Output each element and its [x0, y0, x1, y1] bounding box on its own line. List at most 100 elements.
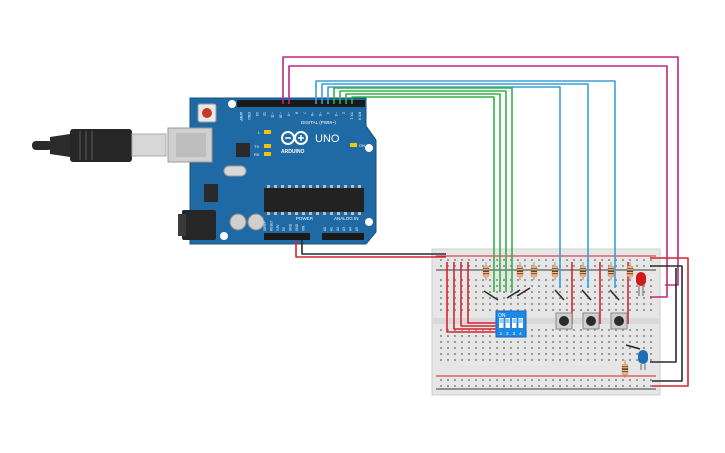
breadboard-hole[interactable]: [496, 385, 498, 387]
wire-magenta-1[interactable]: [282, 56, 679, 286]
breadboard-hole[interactable]: [636, 309, 638, 311]
breadboard-hole[interactable]: [650, 353, 652, 355]
breadboard-hole[interactable]: [643, 341, 645, 343]
breadboard-hole[interactable]: [636, 341, 638, 343]
breadboard-hole[interactable]: [615, 291, 617, 293]
breadboard-hole[interactable]: [573, 279, 575, 281]
jumper-black-5[interactable]: [581, 289, 592, 301]
breadboard-hole[interactable]: [552, 291, 554, 293]
breadboard-hole[interactable]: [650, 385, 652, 387]
breadboard-hole[interactable]: [482, 335, 484, 337]
breadboard-hole[interactable]: [594, 341, 596, 343]
breadboard-hole[interactable]: [447, 335, 449, 337]
breadboard-hole[interactable]: [594, 297, 596, 299]
breadboard-hole[interactable]: [510, 353, 512, 355]
breadboard-hole[interactable]: [454, 341, 456, 343]
breadboard-hole[interactable]: [643, 347, 645, 349]
breadboard-hole[interactable]: [468, 285, 470, 287]
breadboard-hole[interactable]: [587, 309, 589, 311]
breadboard-hole[interactable]: [643, 303, 645, 305]
wire-rail-plus-link[interactable]: [650, 257, 689, 387]
breadboard-hole[interactable]: [489, 259, 491, 261]
breadboard-hole[interactable]: [440, 303, 442, 305]
breadboard-hole[interactable]: [587, 291, 589, 293]
breadboard-hole[interactable]: [559, 297, 561, 299]
breadboard-hole[interactable]: [636, 265, 638, 267]
breadboard-hole[interactable]: [524, 347, 526, 349]
breadboard-hole[interactable]: [636, 297, 638, 299]
breadboard-hole[interactable]: [573, 353, 575, 355]
breadboard-hole[interactable]: [482, 259, 484, 261]
breadboard-hole[interactable]: [447, 279, 449, 281]
breadboard-hole[interactable]: [482, 291, 484, 293]
breadboard-hole[interactable]: [440, 259, 442, 261]
breadboard-hole[interactable]: [636, 329, 638, 331]
breadboard-hole[interactable]: [545, 385, 547, 387]
breadboard-hole[interactable]: [440, 291, 442, 293]
breadboard-hole[interactable]: [601, 309, 603, 311]
breadboard-hole[interactable]: [524, 265, 526, 267]
breadboard-hole[interactable]: [454, 285, 456, 287]
breadboard-hole[interactable]: [468, 335, 470, 337]
breadboard-hole[interactable]: [517, 259, 519, 261]
breadboard-hole[interactable]: [447, 329, 449, 331]
breadboard-hole[interactable]: [601, 329, 603, 331]
push-button-2[interactable]: [582, 312, 600, 330]
breadboard-hole[interactable]: [461, 347, 463, 349]
breadboard-hole[interactable]: [580, 385, 582, 387]
breadboard-hole[interactable]: [622, 285, 624, 287]
breadboard-hole[interactable]: [496, 279, 498, 281]
breadboard-hole[interactable]: [587, 297, 589, 299]
breadboard-hole[interactable]: [650, 379, 652, 381]
breadboard-hole[interactable]: [552, 353, 554, 355]
breadboard-hole[interactable]: [454, 335, 456, 337]
breadboard-hole[interactable]: [559, 335, 561, 337]
red-led[interactable]: [636, 272, 646, 296]
jumper-black-3[interactable]: [516, 287, 531, 297]
breadboard-hole[interactable]: [538, 341, 540, 343]
resistor[interactable]: [516, 262, 524, 280]
breadboard-hole[interactable]: [461, 353, 463, 355]
wire-green-4[interactable]: [351, 96, 495, 292]
breadboard-hole[interactable]: [580, 329, 582, 331]
breadboard-hole[interactable]: [650, 303, 652, 305]
breadboard-hole[interactable]: [601, 353, 603, 355]
wires[interactable]: [282, 56, 689, 387]
breadboard-hole[interactable]: [517, 359, 519, 361]
breadboard-hole[interactable]: [559, 303, 561, 305]
breadboard-hole[interactable]: [587, 379, 589, 381]
breadboard-hole[interactable]: [545, 335, 547, 337]
breadboard-hole[interactable]: [454, 259, 456, 261]
breadboard-hole[interactable]: [447, 385, 449, 387]
breadboard-hole[interactable]: [573, 379, 575, 381]
breadboard-hole[interactable]: [566, 379, 568, 381]
resistor[interactable]: [530, 262, 538, 280]
breadboard-hole[interactable]: [475, 279, 477, 281]
breadboard-hole[interactable]: [454, 303, 456, 305]
breadboard-hole[interactable]: [531, 335, 533, 337]
breadboard-hole[interactable]: [538, 385, 540, 387]
breadboard-hole[interactable]: [629, 335, 631, 337]
breadboard-hole[interactable]: [461, 285, 463, 287]
breadboard-hole[interactable]: [545, 353, 547, 355]
breadboard-hole[interactable]: [482, 297, 484, 299]
breadboard-hole[interactable]: [559, 379, 561, 381]
breadboard-hole[interactable]: [496, 379, 498, 381]
breadboard-hole[interactable]: [510, 303, 512, 305]
breadboard-hole[interactable]: [510, 265, 512, 267]
breadboard-hole[interactable]: [489, 335, 491, 337]
breadboard-hole[interactable]: [447, 297, 449, 299]
breadboard-hole[interactable]: [524, 379, 526, 381]
breadboard-hole[interactable]: [573, 359, 575, 361]
breadboard-hole[interactable]: [650, 329, 652, 331]
breadboard-hole[interactable]: [524, 259, 526, 261]
breadboard-hole[interactable]: [461, 359, 463, 361]
breadboard-hole[interactable]: [545, 265, 547, 267]
breadboard-hole[interactable]: [489, 285, 491, 287]
breadboard-hole[interactable]: [545, 329, 547, 331]
breadboard-hole[interactable]: [601, 265, 603, 267]
breadboard-hole[interactable]: [629, 303, 631, 305]
wire-blue-3[interactable]: [327, 86, 561, 288]
